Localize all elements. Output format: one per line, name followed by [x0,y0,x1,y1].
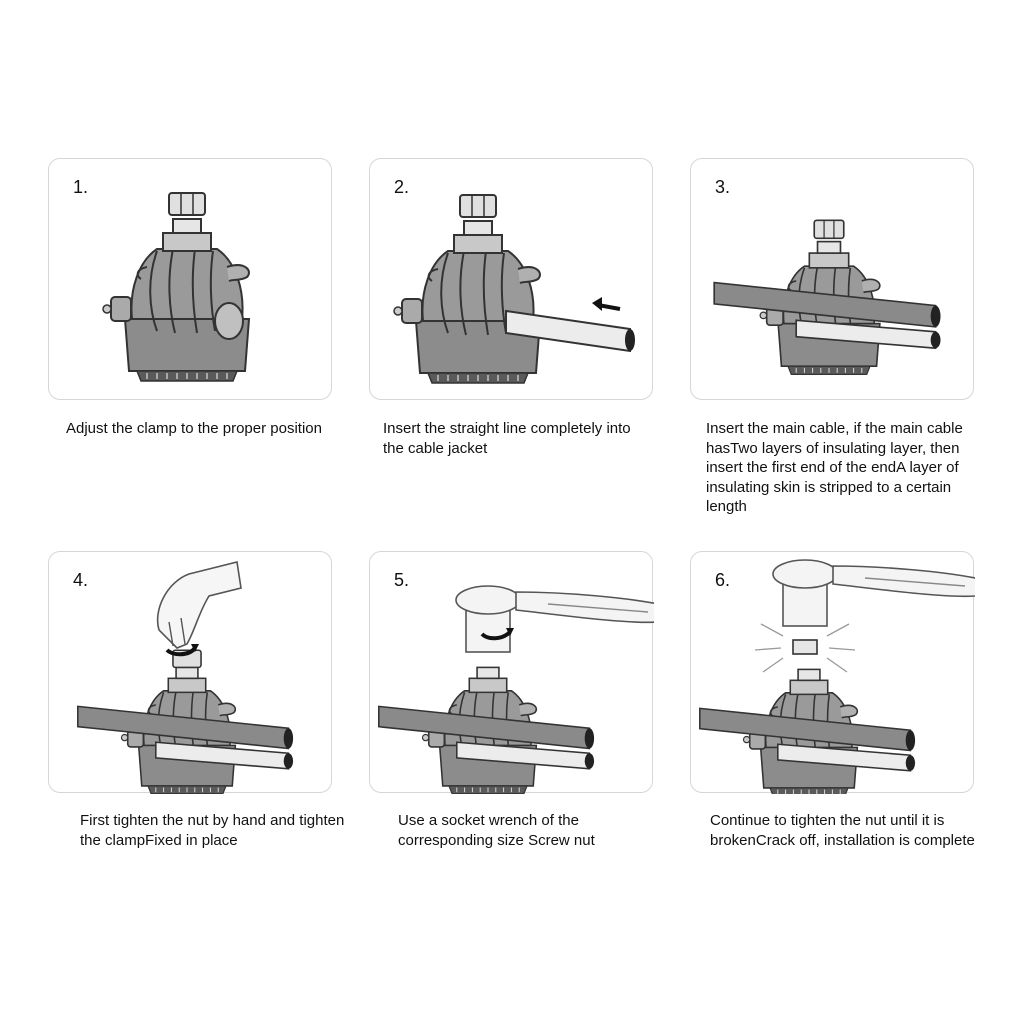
step-number: 1. [73,177,89,197]
step-1-caption: Adjust the clamp to the proper position [66,420,322,437]
socket-wrench-icon [772,559,975,627]
step-6-panel: 6. [690,551,975,794]
clamp-illustration [699,559,975,794]
socket-wrench-icon [455,585,654,653]
step-number: 6. [715,570,731,590]
step-4-panel: 4. [48,551,332,794]
rotate-arrow-icon [480,630,512,641]
step-3-caption: Insert the main cable, if the main cable… [706,420,963,515]
step-2-panel: 2. [369,158,653,400]
step-1-panel: 1. [48,158,332,400]
step-6-caption: Continue to tighten the nut until it is … [710,812,975,849]
step-2-caption: Insert the straight line completely into… [383,420,631,457]
clamp-illustration [713,219,942,376]
clamp-illustration [378,585,654,794]
broken-nut-icon [792,639,818,655]
step-4-caption: First tighten the nut by hand and tighte… [80,812,345,849]
step-number: 3. [715,177,731,197]
clamp-illustration [102,192,250,382]
step-number: 4. [73,570,89,590]
clamp-illustration [77,561,294,794]
hand-icon [156,561,242,649]
clamp-illustration [393,194,635,384]
step-number: 5. [394,570,410,590]
burst-lines [754,623,856,673]
step-5-panel: 5. [369,551,654,794]
step-5-caption: Use a socket wrench of the corresponding… [398,812,595,849]
step-number: 2. [394,177,410,197]
rotate-arrow-icon [165,646,197,657]
step-3-panel: 3. [690,158,974,400]
